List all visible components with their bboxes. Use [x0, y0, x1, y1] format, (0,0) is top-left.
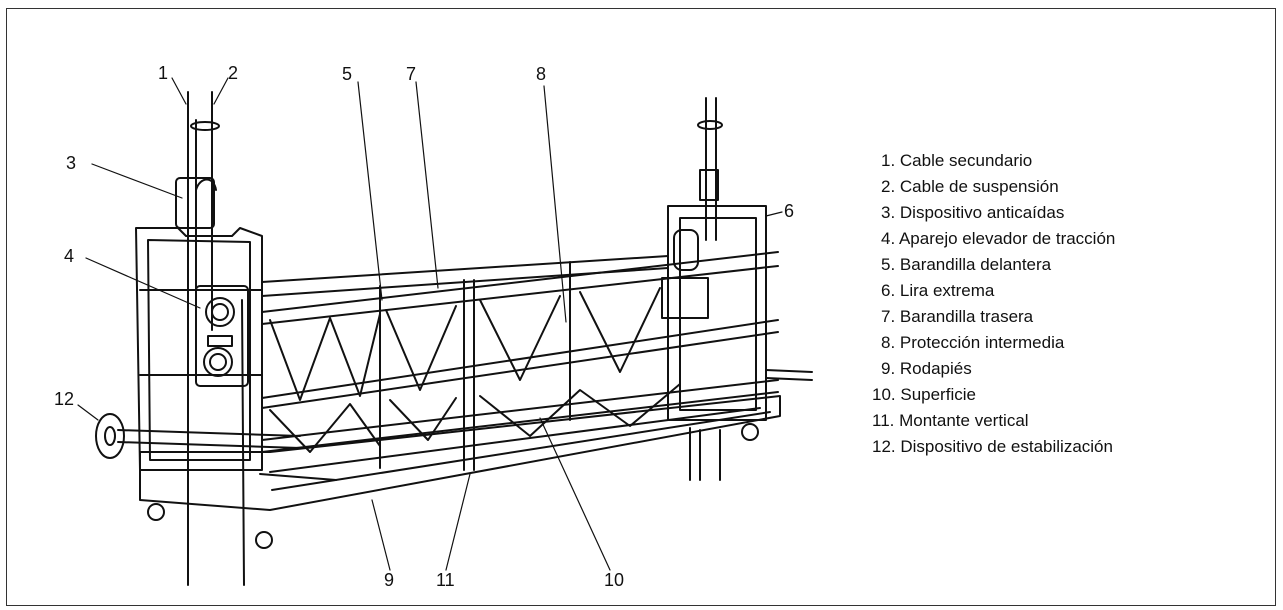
legend-item-5: 5. Barandilla delantera	[881, 255, 1052, 274]
deck	[139, 395, 781, 511]
callout-10: 10	[604, 570, 624, 590]
figure-frame	[6, 8, 1276, 606]
callout-5: 5	[342, 64, 352, 84]
callout-7: 7	[406, 64, 416, 84]
legend-item-10: 10. Superficie	[872, 385, 976, 404]
legend-item-7: 7. Barandilla trasera	[881, 307, 1034, 326]
legend-item-11: 11. Montante vertical	[872, 411, 1029, 430]
right-end-frame	[661, 169, 767, 421]
legend-item-3: 3. Dispositivo anticaídas	[881, 203, 1065, 222]
callout-12: 12	[54, 389, 74, 409]
callout-11: 11	[436, 570, 455, 590]
callout-6: 6	[784, 201, 794, 221]
callout-2: 2	[228, 63, 238, 83]
left-end-frame	[135, 227, 263, 471]
right-cables	[689, 97, 723, 481]
diagonal-braces	[269, 287, 681, 453]
parts-legend: 1. Cable secundario 2. Cable de suspensi…	[872, 148, 1115, 460]
wheels	[95, 413, 759, 549]
legend-item-9: 9. Rodapiés	[881, 359, 972, 378]
legend-item-8: 8. Protección intermedia	[881, 333, 1065, 352]
legend-item-1: 1. Cable secundario	[881, 151, 1033, 170]
callout-3: 3	[66, 153, 76, 173]
callout-8: 8	[536, 64, 546, 84]
callout-1: 1	[158, 63, 168, 83]
legend-item-2: 2. Cable de suspensión	[881, 177, 1059, 196]
hoist-box	[195, 285, 249, 387]
fall-arrest-device	[175, 177, 217, 229]
legend-item-6: 6. Lira extrema	[881, 281, 995, 300]
legend-item-12: 12. Dispositivo de estabilización	[872, 437, 1113, 456]
stabiliser-arms	[117, 369, 813, 481]
leader-lines	[77, 77, 783, 571]
callout-numbers: 1 2 3 4 5 6 7 8 9 10 11 12	[54, 63, 794, 590]
callout-4: 4	[64, 246, 74, 266]
legend-item-4: 4. Aparejo elevador de tracción	[881, 229, 1116, 248]
callout-9: 9	[384, 570, 394, 590]
